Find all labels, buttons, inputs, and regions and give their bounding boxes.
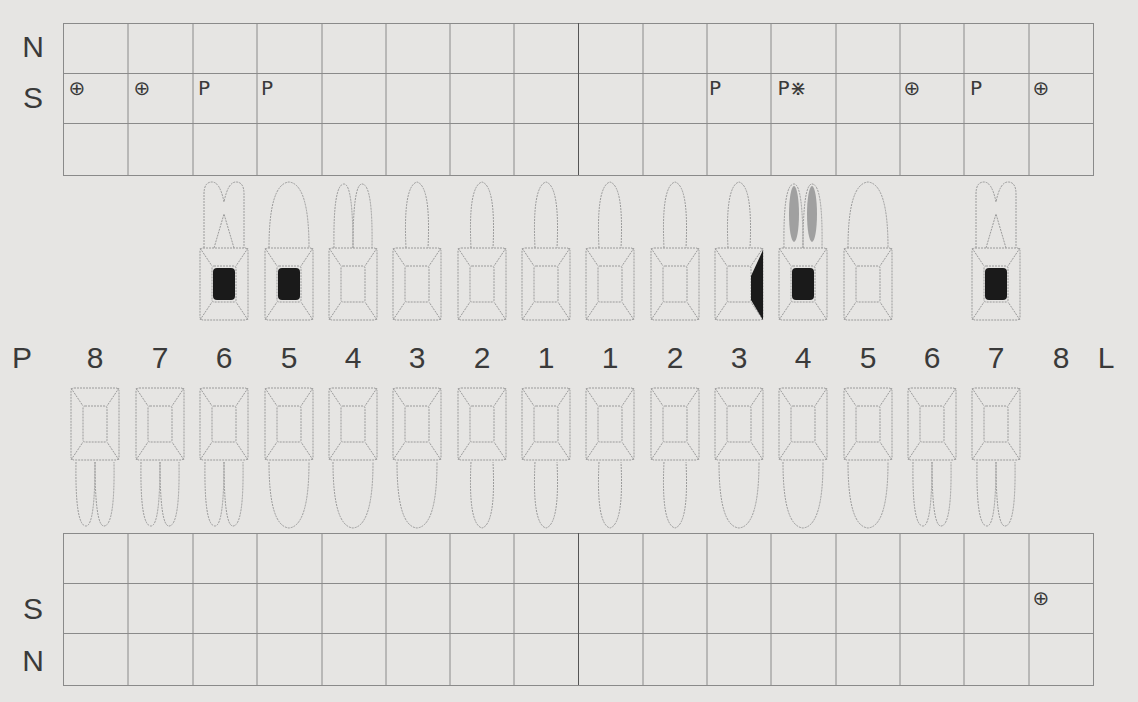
lower-teeth [71,388,1020,528]
row-letter: S [23,83,43,113]
tooth-number: 8 [87,343,104,373]
tooth-number: 6 [216,343,233,373]
side-letter: L [1098,343,1115,373]
chart-symbol: ⊕ [1033,588,1050,608]
chart-symbol: ⊕ [134,78,151,98]
filling [213,250,1007,320]
side-letter: P [12,343,32,373]
tooth-number: 4 [795,343,812,373]
chart-symbol: P⋇ [778,78,807,98]
tooth-number: 7 [988,343,1005,373]
tooth-number: 1 [538,343,555,373]
tooth-number: 6 [924,343,941,373]
row-letter: S [23,594,43,624]
upper-teeth [200,182,1020,320]
row-letter: N [22,32,44,62]
chart-grid [63,23,1094,686]
chart-symbol: ⊕ [1033,78,1050,98]
chart-symbol: P [709,78,721,98]
chart-symbol: P [198,78,210,98]
chart-symbol: ⊕ [904,78,921,98]
chart-symbol: ⊕ [69,78,86,98]
tooth-number: 3 [731,343,748,373]
chart-symbol: P [261,78,273,98]
tooth-number: 7 [152,343,169,373]
tooth-number: 2 [667,343,684,373]
row-letter: N [22,646,44,676]
root-canal [789,186,817,242]
chart-symbol: P [970,78,982,98]
tooth-number: 5 [860,343,877,373]
tooth-number: 5 [281,343,298,373]
tooth-number: 1 [602,343,619,373]
tooth-number: 2 [474,343,491,373]
tooth-number: 4 [345,343,362,373]
tooth-number: 3 [409,343,426,373]
tooth-number: 8 [1053,343,1070,373]
